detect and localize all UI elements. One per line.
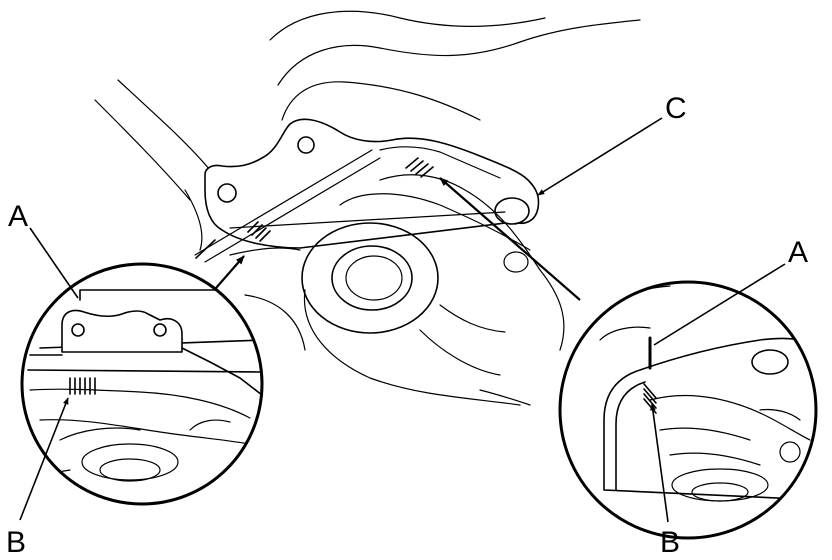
callout-b-right: B — [660, 526, 680, 559]
alignment-mark-b-left — [69, 377, 96, 395]
alignment-mark-main-right — [405, 157, 434, 178]
arrow-left-detail — [215, 255, 245, 289]
leader-a-right — [653, 263, 786, 346]
alignment-mark-main-left — [247, 221, 271, 242]
mount-bracket — [194, 118, 540, 273]
detail-view-right — [558, 280, 818, 540]
arrow-right-detail — [439, 177, 581, 301]
callout-a-left: A — [8, 200, 28, 233]
mount-body — [244, 174, 565, 406]
leader-b-right — [650, 403, 669, 523]
callout-a-right: A — [788, 236, 808, 269]
engine-body-outline — [94, 10, 641, 251]
callout-b-left: B — [6, 526, 26, 559]
detail-view-left — [20, 262, 264, 506]
leader-c — [537, 117, 663, 196]
callout-c: C — [665, 92, 687, 125]
leader-b-left — [19, 397, 69, 521]
leader-a-left — [29, 227, 79, 299]
